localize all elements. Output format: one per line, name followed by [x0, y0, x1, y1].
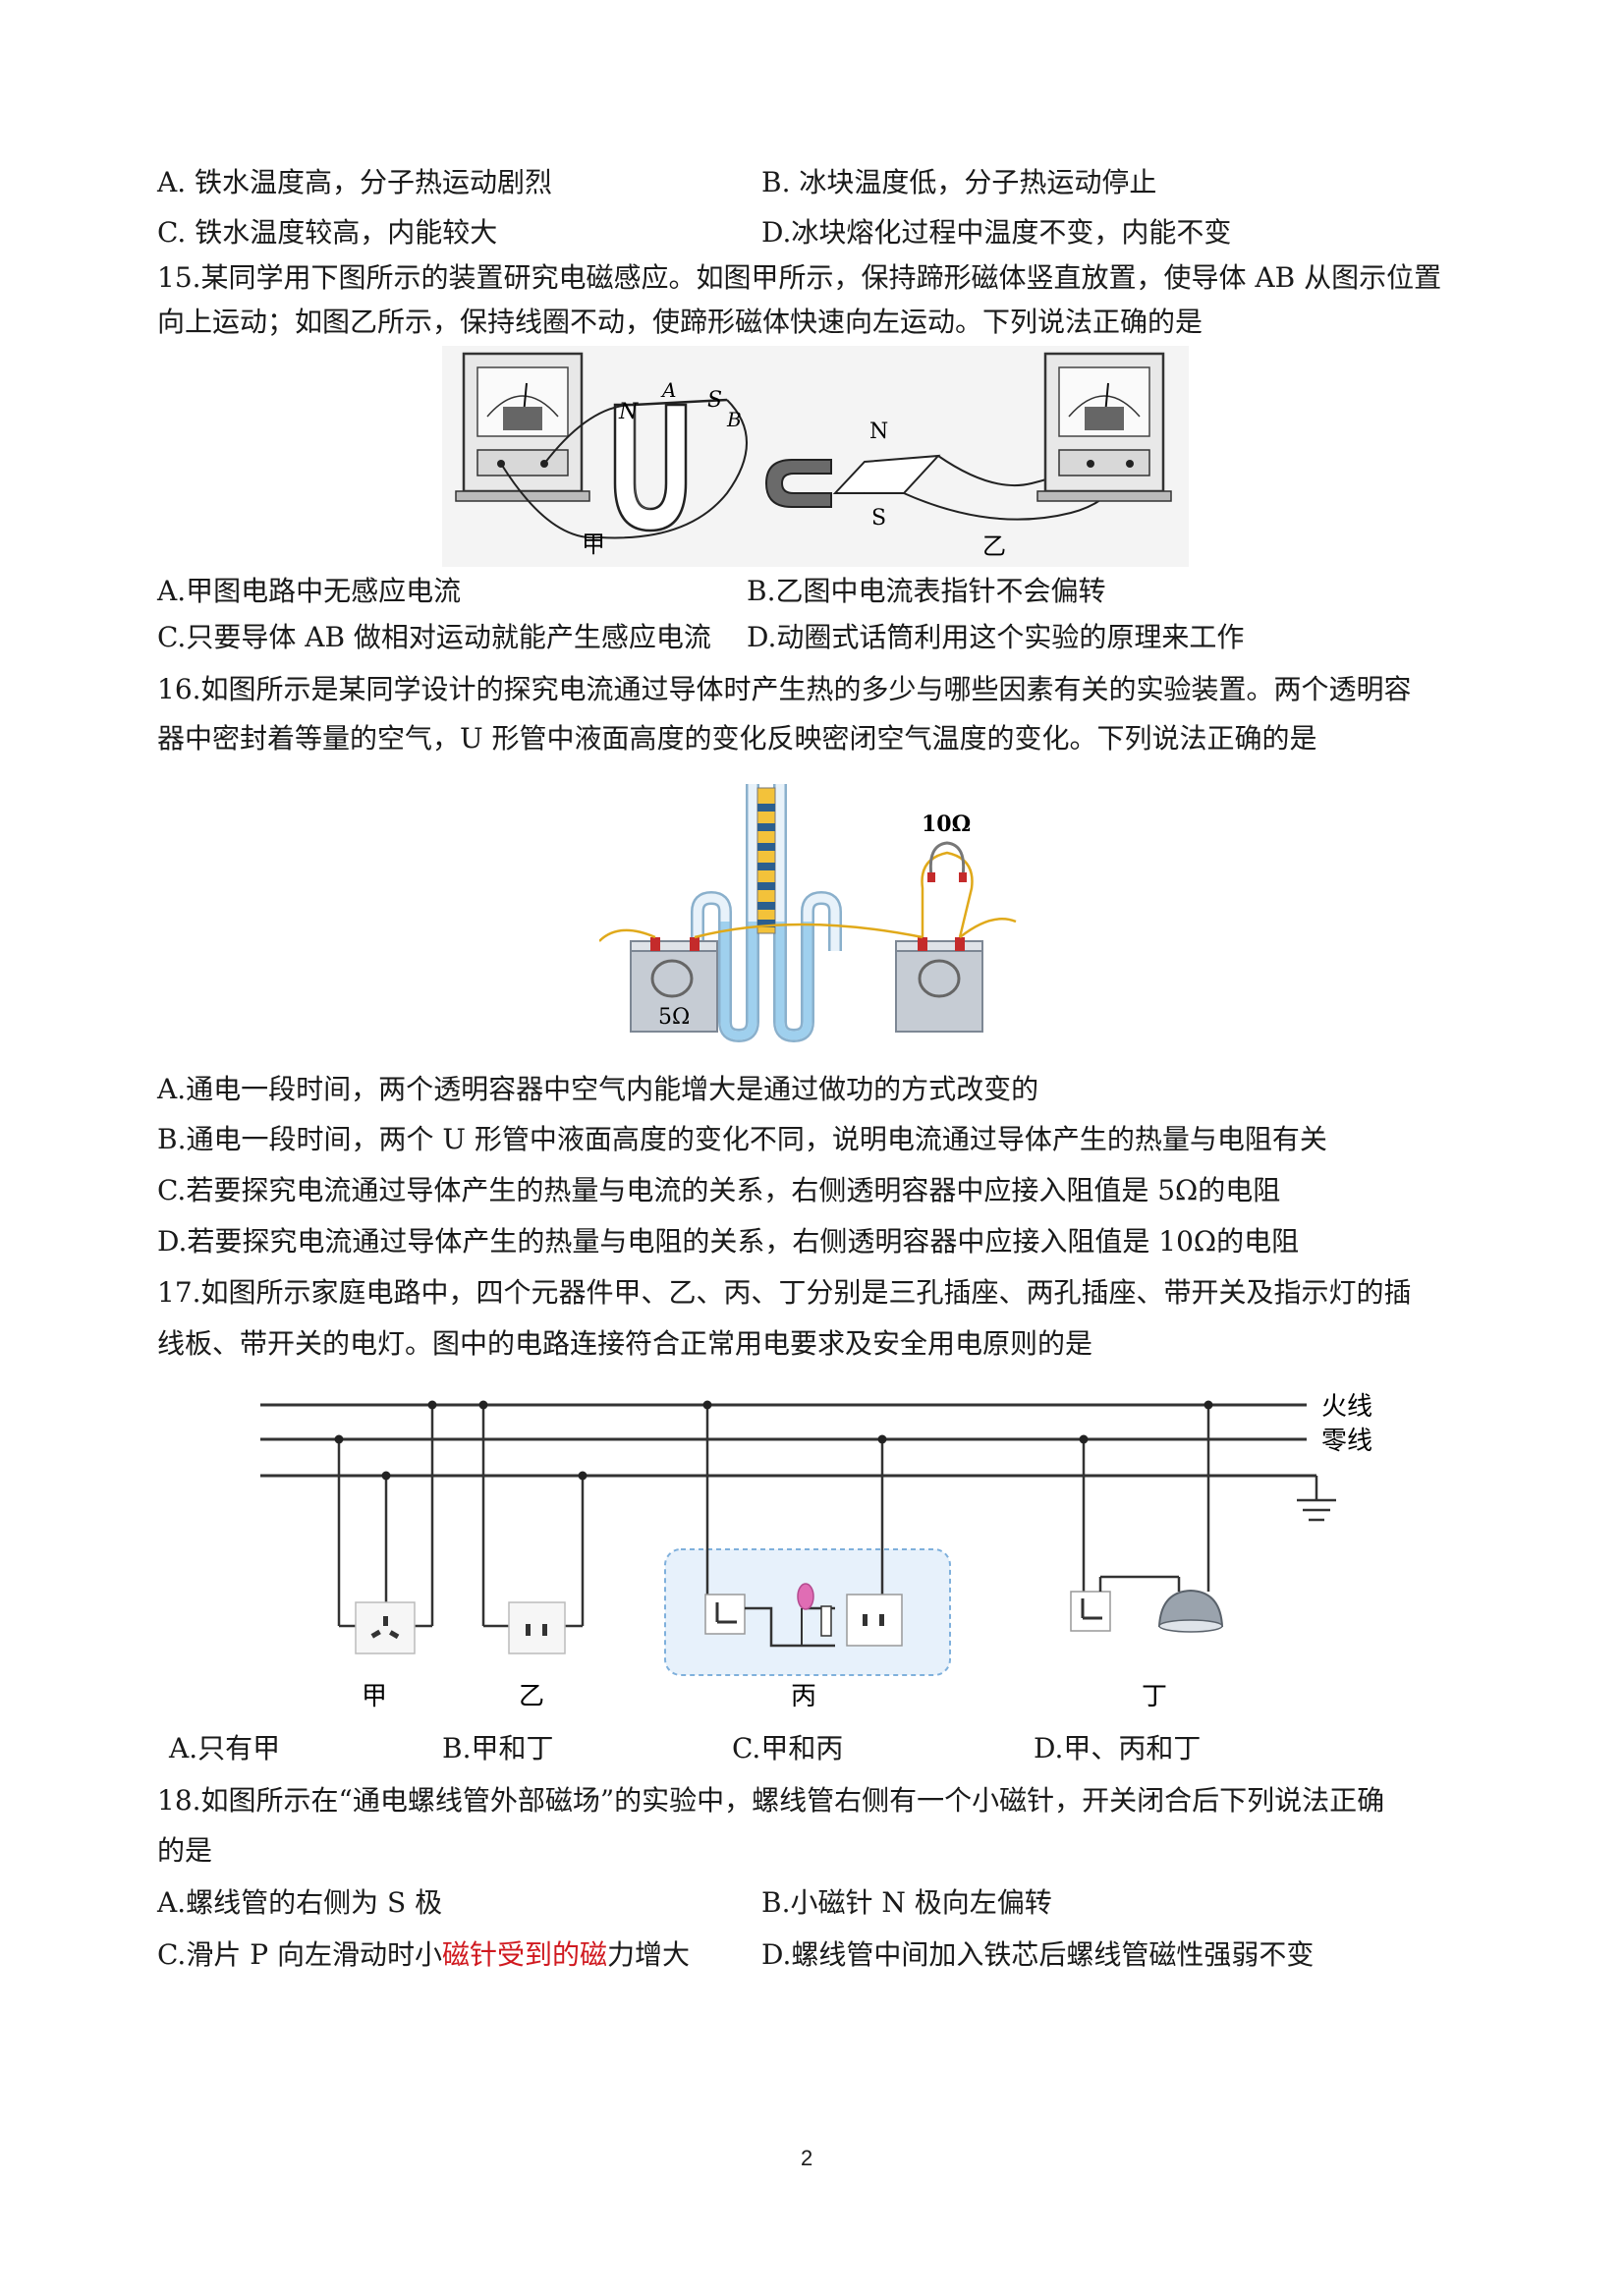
- power-strip-icon: [664, 1400, 951, 1676]
- q18-option-b: B.小磁针 N 极向左偏转: [761, 1886, 1052, 1919]
- q14-option-b: B. 冰块温度低，分子热运动停止: [761, 166, 1157, 198]
- q14-option-c: C. 铁水温度较高，内能较大: [157, 216, 498, 249]
- container-left-icon: [630, 937, 718, 1033]
- component-label-jia: 甲: [362, 1682, 387, 1711]
- figure-label-yi: 乙: [982, 532, 1006, 560]
- q18-option-c-post: 力增大: [606, 1938, 690, 1971]
- q16-option-b: B.通电一段时间，两个 U 形管中液面高度的变化不同，说明电流通过导体产生的热量…: [157, 1123, 1327, 1155]
- q15-stem-line2: 向上运动；如图乙所示，保持线圈不动，使蹄形磁体快速向左运动。下列说法正确的是: [157, 306, 1203, 338]
- household-circuit-figure: 火线 零线: [260, 1392, 1372, 1711]
- resistor-left-label: 5Ω: [658, 1005, 690, 1030]
- q15-stem-line1: 15.某同学用下图所示的装置研究电磁感应。如图甲所示，保持蹄形磁体竖直放置，使导…: [157, 261, 1442, 294]
- q15-option-d: D.动圈式话筒利用这个实验的原理来工作: [747, 621, 1245, 653]
- component-label-bing: 丙: [791, 1682, 816, 1711]
- galvanometer-left-icon: [455, 352, 590, 502]
- conductor-b-label: B: [726, 408, 742, 431]
- q18-option-c-pre: C.滑片 P 向左滑动时小: [157, 1938, 442, 1971]
- q18-option-a: A.螺线管的右侧为 S 极: [157, 1886, 443, 1919]
- pole-n-label: N: [618, 400, 639, 424]
- figure-label-jia: 甲: [582, 531, 605, 558]
- q17-stem-line1: 17.如图所示家庭电路中，四个元器件甲、乙、丙、丁分别是三孔插座、两孔插座、带开…: [157, 1276, 1412, 1309]
- q16-figure: 10Ω 5Ω: [599, 774, 1022, 1044]
- pole-n-label-right: N: [869, 420, 888, 444]
- q17-option-b: B.甲和丁: [442, 1732, 554, 1764]
- q17-option-a: A.只有甲: [169, 1732, 281, 1764]
- q17-figure: 火线 零线: [246, 1380, 1395, 1719]
- q18-option-d: D.螺线管中间加入铁芯后螺线管磁性强弱不变: [761, 1938, 1315, 1971]
- resistor-10-ohm-icon: [921, 841, 974, 938]
- two-hole-socket-icon: [478, 1400, 588, 1654]
- q16-option-a: A.通电一段时间，两个透明容器中空气内能增大是通过做功的方式改变的: [157, 1073, 1039, 1105]
- q15-figure: N S A B 甲 N S 乙: [442, 346, 1189, 567]
- q14-option-d: D.冰块熔化过程中温度不变，内能不变: [761, 216, 1232, 249]
- component-label-ding: 丁: [1142, 1682, 1167, 1711]
- horseshoe-magnet-vertical-icon: [613, 403, 688, 532]
- electromagnetic-induction-figure: N S A B 甲 N S 乙: [442, 346, 1189, 567]
- u-tube-left-icon: [691, 784, 759, 1043]
- container-right-icon: [895, 937, 983, 1033]
- q17-option-d: D.甲、丙和丁: [1034, 1732, 1202, 1764]
- q18-stem-line1: 18.如图所示在“通电螺线管外部磁场”的实验中，螺线管右侧有一个小磁针，开关闭合…: [157, 1784, 1385, 1817]
- page-number: 2: [801, 2146, 813, 2170]
- galvanometer-right-icon: [1036, 352, 1172, 502]
- q14-option-a: A. 铁水温度高，分子热运动剧烈: [157, 166, 553, 198]
- q17-stem-line2: 线板、带开关的电灯。图中的电路连接符合正常用电要求及安全用电原则的是: [157, 1327, 1093, 1360]
- ground-icon: [1297, 1476, 1336, 1522]
- q18-option-c-highlight: 磁针受到的磁: [441, 1938, 607, 1971]
- lamp-with-switch-icon: [1070, 1400, 1224, 1633]
- q16-option-d: D.若要探究电流通过导体产生的热量与电阻的关系，右侧透明容器中应接入阻值是 10…: [157, 1225, 1300, 1258]
- pole-s-label: S: [707, 388, 722, 413]
- q16-stem-line1: 16.如图所示是某同学设计的探究电流通过导体时产生热的多少与哪些因素有关的实验装…: [157, 673, 1412, 705]
- live-wire-label: 火线: [1321, 1392, 1372, 1422]
- horseshoe-magnet-horizontal-icon: [764, 459, 832, 508]
- q15-option-c: C.只要导体 AB 做相对运动就能产生感应电流: [157, 621, 711, 653]
- pole-s-label-right: S: [871, 506, 886, 531]
- three-hole-socket-icon: [334, 1400, 437, 1654]
- conductor-a-label: A: [660, 378, 676, 402]
- q18-stem-line2: 的是: [157, 1834, 213, 1867]
- q16-stem-line2: 器中密封着等量的空气，U 形管中液面高度的变化反映密闭空气温度的变化。下列说法正…: [157, 722, 1317, 755]
- component-label-yi: 乙: [519, 1682, 544, 1711]
- resistor-top-label: 10Ω: [922, 812, 971, 837]
- scale-ruler-icon: [756, 787, 776, 934]
- neutral-wire-label: 零线: [1321, 1427, 1372, 1456]
- q16-option-c: C.若要探究电流通过导体产生的热量与电流的关系，右侧透明容器中应接入阻值是 5Ω…: [157, 1174, 1281, 1206]
- q15-option-a: A.甲图电路中无感应电流: [157, 575, 462, 607]
- q15-option-b: B.乙图中电流表指针不会偏转: [747, 575, 1106, 607]
- u-tube-right-icon: [773, 784, 842, 1043]
- q17-option-c: C.甲和丙: [732, 1732, 844, 1764]
- q18-option-c: C.滑片 P 向左滑动时小磁针受到的磁力增大: [157, 1937, 690, 1973]
- joule-heating-apparatus-figure: 10Ω 5Ω: [599, 784, 1017, 1043]
